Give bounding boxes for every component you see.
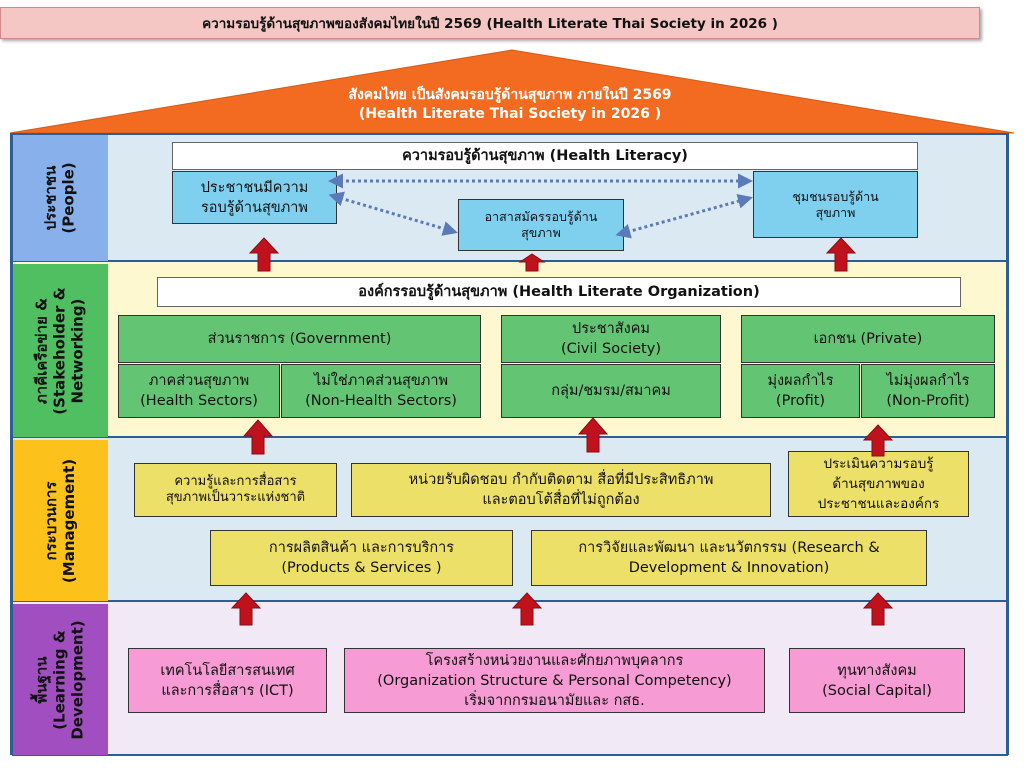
org-structure-box: โครงสร้างหน่วยงานและศักยภาพบุคลากร (Orga… xyxy=(344,648,765,713)
groups-clubs-box: กลุ่ม/ชมรม/สมาคม xyxy=(501,364,721,418)
roof-line-1: สังคมไทย เป็นสังคมรอบรู้ด้านสุขภาพ ภายใน… xyxy=(348,87,672,103)
research-development-box: การวิจัยและพัฒนา และนวัตกรรม (Research &… xyxy=(531,530,927,586)
right-border xyxy=(1006,133,1009,755)
roof-text: สังคมไทย เป็นสังคมรอบรู้ด้านสุขภาพ ภายใน… xyxy=(150,86,870,124)
private-box: เอกชน (Private) xyxy=(741,315,995,363)
stakeholder-side-label: ภาคีเครือข่าย & (Stakeholder & Networkin… xyxy=(12,264,108,437)
non-profit-box: ไม่มุ่งผลกำไร (Non-Profit) xyxy=(861,364,995,418)
government-box: ส่วนราชการ (Government) xyxy=(118,315,481,363)
management-label: กระบวนการ (Management) xyxy=(42,458,78,583)
civil-society-box: ประชาสังคม (Civil Society) xyxy=(501,315,721,363)
non-health-sectors-box: ไม่ใช่ภาคส่วนสุขภาพ (Non-Health Sectors) xyxy=(281,364,481,418)
foundation-label: พื้นฐาน (Learning & Development) xyxy=(33,619,87,740)
health-literacy-header: ความรอบรู้ด้านสุขภาพ (Health Literacy) xyxy=(172,142,918,170)
ict-box: เทคโนโลยีสารสนเทศ และการสื่อสาร (ICT) xyxy=(128,648,327,713)
health-sectors-box: ภาคส่วนสุขภาพ (Health Sectors) xyxy=(118,364,280,418)
people-label: ประชาชน (People) xyxy=(42,162,78,234)
products-services-box: การผลิตสินค้า และการบริการ (Products & S… xyxy=(210,530,513,586)
left-border xyxy=(10,133,13,755)
people-literate-box: ประชาชนมีความ รอบรู้ด้านสุขภาพ xyxy=(172,171,337,224)
management-side-label: กระบวนการ (Management) xyxy=(12,440,108,601)
volunteer-box: อาสาสมัครรอบรู้ด้าน สุขภาพ xyxy=(458,199,624,251)
people-side-label: ประชาชน (People) xyxy=(12,135,108,261)
health-literate-org-header: องค์กรรอบรู้ด้านสุขภาพ (Health Literate … xyxy=(157,277,961,307)
profit-box: มุ่งผลกำไร (Profit) xyxy=(741,364,860,418)
diagram-title: ความรอบรู้ด้านสุขภาพของสังคมไทยในปี 2569… xyxy=(0,7,980,39)
social-capital-box: ทุนทางสังคม (Social Capital) xyxy=(789,648,965,713)
assessment-box: ประเมินความรอบรู้ ด้านสุขภาพของ ประชาชนแ… xyxy=(788,451,969,517)
responsible-unit-box: หน่วยรับผิดชอบ กำกับติดตาม สื่อที่มีประส… xyxy=(351,463,771,517)
community-box: ชุมชนรอบรู้ด้าน สุขภาพ xyxy=(753,171,918,238)
stakeholder-label: ภาคีเครือข่าย & (Stakeholder & Networkin… xyxy=(33,286,87,415)
roof-line-2: (Health Literate Thai Society in 2026 ) xyxy=(358,106,662,122)
foundation-side-label: พื้นฐาน (Learning & Development) xyxy=(12,604,108,755)
knowledge-communication-box: ความรู้และการสื่อสาร สุขภาพเป็นวาระแห่งช… xyxy=(134,463,337,517)
